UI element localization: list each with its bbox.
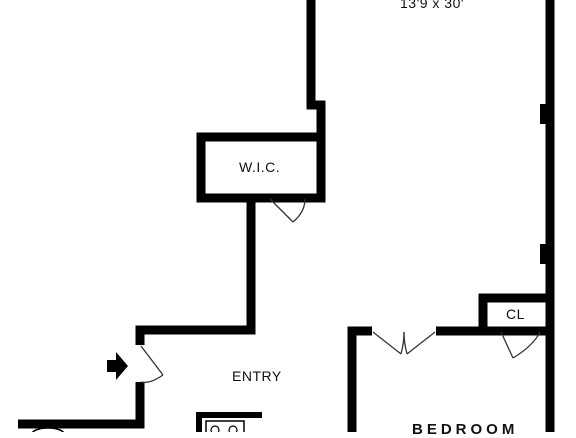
door-bedroom-double (372, 331, 436, 355)
living-room-dimensions: 13'9 x 30' (400, 0, 465, 11)
wic-label: W.I.C. (239, 159, 281, 175)
walls (18, 0, 555, 432)
bath-fixture (31, 427, 65, 432)
window-notch-1 (540, 104, 552, 124)
doors (140, 198, 541, 383)
door-entry (140, 345, 164, 383)
entry-label: ENTRY (232, 368, 282, 384)
bedroom-label: BEDROOM (412, 421, 519, 438)
entry-arrow-icon (107, 352, 128, 380)
kitchen-counter (196, 412, 262, 432)
window-notch-2 (540, 244, 552, 264)
wall-living-left (196, 0, 326, 203)
wall-entry-upper (135, 198, 256, 345)
wall-entry-lower (18, 382, 145, 429)
wall-bedroom-top (347, 326, 372, 432)
door-wic (269, 198, 306, 223)
door-closet (500, 331, 541, 359)
wall-closet (478, 293, 550, 336)
closet-label: CL (506, 306, 525, 322)
